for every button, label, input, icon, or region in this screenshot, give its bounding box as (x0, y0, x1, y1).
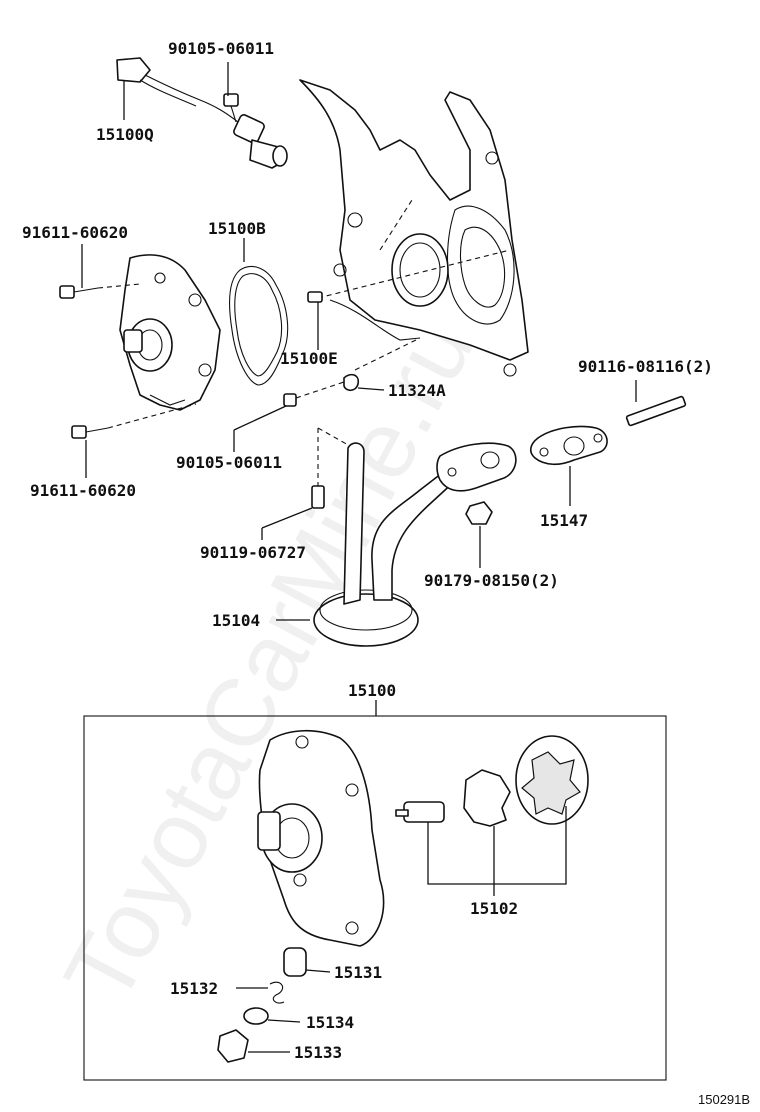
strainer-gasket-icon (529, 425, 608, 466)
label-sensor: 15100Q (96, 125, 154, 144)
label-gasket: 15100B (208, 219, 266, 238)
label-bolt-pump-upper: 91611-60620 (22, 223, 128, 242)
label-pin: 15100E (280, 349, 338, 368)
label-bolt-mid: 90105-06011 (176, 453, 282, 472)
figure-reference: 150291B (698, 1092, 750, 1107)
oil-pump-icon (257, 729, 385, 947)
label-clip: 11324A (388, 381, 446, 400)
clip-icon (343, 373, 360, 392)
relief-valve-icon (217, 947, 307, 1063)
label-relief-valve: 15131 (334, 963, 382, 982)
nut-icon (465, 501, 493, 525)
label-bolt-strainer: 90119-06727 (200, 543, 306, 562)
label-rotor-set: 15102 (470, 899, 518, 918)
sensor-icon (116, 57, 288, 169)
label-strainer: 15104 (212, 611, 260, 630)
gasket-icon (229, 266, 289, 386)
rotor-set-icon (395, 735, 589, 827)
label-stud: 90116-08116(2) (578, 357, 713, 376)
stud-icon (625, 395, 687, 427)
label-plug: 15133 (294, 1043, 342, 1062)
label-bolt-pump-lower: 91611-60620 (30, 481, 136, 500)
label-bolt-top: 90105-06011 (168, 39, 274, 58)
pin-icon (307, 291, 323, 303)
label-assembly: 15100 (348, 681, 396, 700)
bolt-icon (59, 285, 99, 299)
timing-cover (299, 79, 529, 377)
oil-pump-icon (119, 254, 221, 411)
label-washer: 15134 (306, 1013, 354, 1032)
bolt-icon (283, 393, 297, 407)
watermark: ToyotaCarMine.ru (44, 301, 494, 1020)
assembly-box (83, 715, 667, 1081)
strainer-icon (313, 442, 517, 647)
label-strainer-gasket: 15147 (540, 511, 588, 530)
bolt-icon (71, 425, 109, 439)
bolt-icon (311, 485, 325, 509)
label-spring: 15132 (170, 979, 218, 998)
bolt-icon (223, 93, 239, 123)
label-nut: 90179-08150(2) (424, 571, 559, 590)
